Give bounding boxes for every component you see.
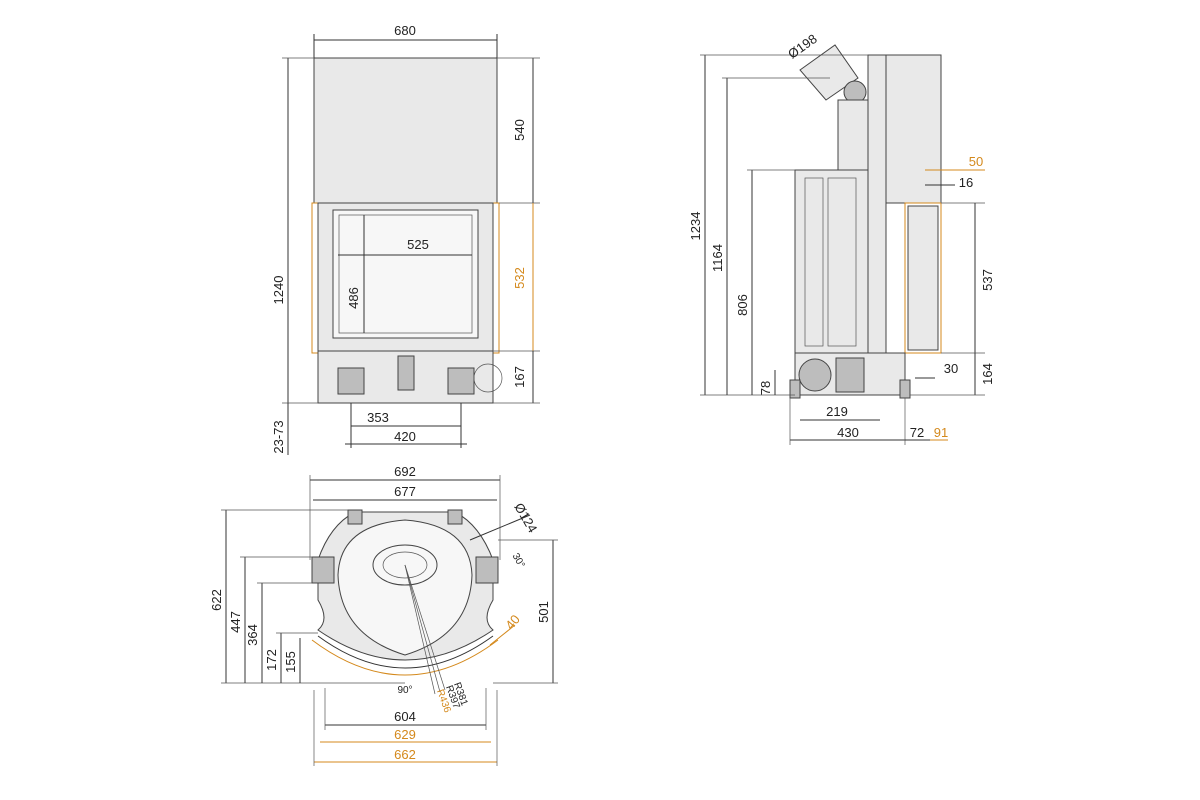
label-glass-width: 525 (407, 237, 429, 252)
label-frame-depth-accent: 91 (934, 425, 948, 440)
top-lug-left (347, 509, 363, 525)
label-width-outer: 692 (394, 464, 416, 479)
top-firebox-ring (337, 519, 473, 656)
top-lug-right (447, 509, 463, 525)
label-feet-inner: 353 (367, 410, 389, 425)
label-side-height-body: 806 (735, 294, 750, 316)
label-depth-155: 155 (283, 651, 298, 673)
side-foot-back (899, 379, 911, 399)
radius-line (404, 564, 446, 691)
label-side-base-height: 164 (980, 363, 995, 385)
label-depth: 430 (837, 425, 859, 440)
label-flue-diameter: Ø198 (785, 31, 820, 62)
front-foot-right (447, 367, 475, 395)
side-hood (885, 54, 942, 204)
top-bracket-right (475, 556, 499, 584)
side-panel-line (804, 177, 824, 347)
label-depth-total: 622 (209, 589, 224, 611)
side-back-rail (867, 54, 887, 354)
side-upper-column (837, 99, 869, 171)
side-panel-line (827, 177, 857, 347)
label-glass-height: 486 (346, 287, 361, 309)
front-glass (332, 209, 479, 339)
label-frame-height: 532 (512, 267, 527, 289)
label-air-inlet-diameter: Ø124 (511, 500, 540, 535)
top-view: 692 677 Ø124 30° 90° 622 447 364 172 155… (209, 464, 558, 766)
label-depth-447: 447 (228, 611, 243, 633)
label-depth-172: 172 (264, 649, 279, 671)
label-width-662: 662 (394, 747, 416, 762)
side-door (907, 205, 939, 351)
label-foot-adjust: 23-73 (271, 420, 286, 453)
top-bracket-left (311, 556, 335, 584)
front-air-inlet (473, 363, 503, 393)
front-glass-inner (338, 214, 473, 334)
side-lower-box (835, 357, 865, 393)
side-door-frame (904, 202, 942, 354)
top-flue-inner (382, 551, 428, 579)
radius-line (404, 564, 436, 695)
label-height-total: 1240 (271, 276, 286, 305)
dim-leader-40 (489, 624, 516, 646)
side-firebox (794, 169, 869, 354)
label-width-inner: 677 (394, 484, 416, 499)
front-center-leg (397, 355, 415, 391)
label-angle-small: 30° (510, 551, 527, 570)
label-side-height-total: 1234 (688, 212, 703, 241)
side-air-inlet (798, 358, 832, 392)
label-frame-depth: 72 (910, 425, 924, 440)
label-frame-offset: 50 (969, 154, 983, 169)
label-air-inlet-pos: 219 (826, 404, 848, 419)
label-side-height-outlet: 1164 (710, 244, 725, 272)
label-depth-364: 364 (245, 624, 260, 646)
label-feet-outer: 420 (394, 429, 416, 444)
radius-line (404, 564, 441, 693)
front-hood (313, 57, 498, 204)
side-flue-pipe (799, 44, 859, 101)
side-view: Ø198 1234 1164 806 78 50 16 537 164 30 2… (688, 31, 995, 445)
dim-leader-124 (469, 514, 531, 541)
top-door-arc (317, 635, 494, 669)
label-frame-offset-top: 40 (502, 612, 523, 633)
label-depth-side: 501 (536, 601, 551, 623)
label-frame-gap: 16 (959, 175, 973, 190)
label-door-height: 537 (980, 269, 995, 291)
label-height-hood: 540 (512, 119, 527, 141)
label-air-inlet-height: 78 (758, 381, 773, 395)
label-foot-offset: 30 (944, 361, 958, 376)
front-view: 680 540 1240 525 486 532 167 23-73 353 4… (271, 23, 540, 455)
top-door-arc-accent (311, 639, 499, 676)
side-foot-front (789, 379, 801, 399)
label-angle-door: 90° (397, 685, 412, 696)
label-width-top: 680 (394, 23, 416, 38)
label-width-629: 629 (394, 727, 416, 742)
front-foot-left (337, 367, 365, 395)
label-base-height: 167 (512, 366, 527, 388)
label-width-604: 604 (394, 709, 416, 724)
